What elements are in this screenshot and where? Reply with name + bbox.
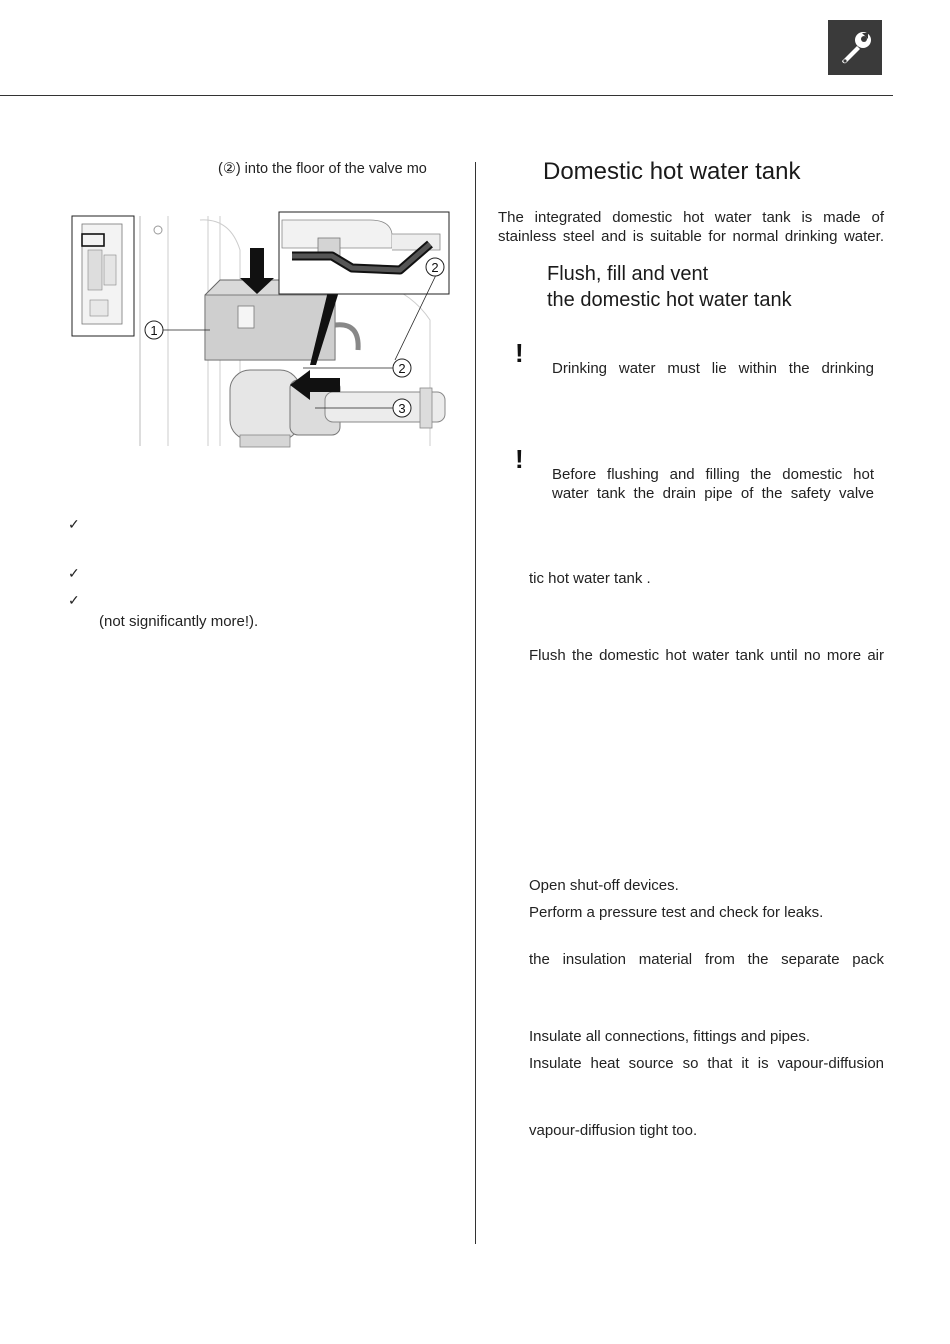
header-rule [0,95,893,96]
step-text: tic hot water tank . [529,570,651,587]
callout-2: 2 [398,361,405,376]
wrench-icon [828,20,882,75]
column-divider [475,162,476,1244]
warning-text: Drinking water must lie within the drink… [552,360,874,377]
check-mark-icon: ✓ [68,565,80,581]
section-intro: The integrated domestic hot water tank i… [498,209,884,245]
section-title: Domestic hot water tank [543,158,801,185]
checklist-continuation: (not significantly more!). [99,613,259,630]
step-text: Flush the domestic hot water tank until … [529,647,884,664]
callout-3: 3 [398,401,405,416]
step-text: Perform a pressure test and check for le… [529,904,824,921]
valve-motor-figure: 1 2 2 3 [70,210,450,450]
step-text: the insulation material from the separat… [529,951,884,968]
check-mark-icon: ✓ [68,516,80,532]
step-text: Insulate heat source so that it is vapou… [529,1055,884,1072]
warning-text-line1: Before flushing and filling the domestic… [552,466,874,483]
subsection-title-line1: Flush, fill and vent [547,263,709,285]
step-text: vapour-diffusion tight too. [529,1122,698,1139]
check-mark-icon: ✓ [68,592,80,608]
callout-2-inset: 2 [431,260,438,275]
warning-text-line2: water tank the drain pipe of the safety … [552,485,874,502]
callout-1: 1 [150,323,157,338]
warning-icon: ! [515,338,524,368]
intro-text: (②) into the floor of the valve mo [218,161,427,177]
step-text: Insulate all connections, fittings and p… [529,1028,811,1045]
subsection-title-line2: the domestic hot water tank [547,289,792,311]
warning-icon: ! [515,444,524,474]
step-text: Open shut-off devices. [529,877,679,894]
